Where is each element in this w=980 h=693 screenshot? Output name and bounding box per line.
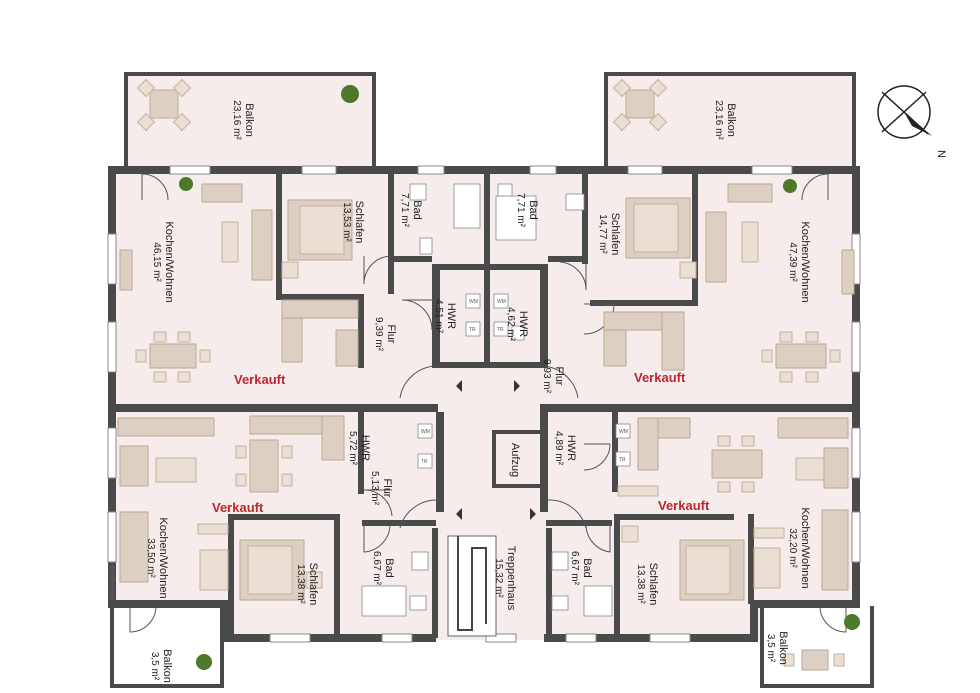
washer-label: WM [497,299,506,305]
room-area: 4,51 m² [433,299,444,334]
sold-label-ne: Verkauft [634,370,686,385]
washer-label: WM [469,299,478,305]
plant-icon [179,177,193,191]
washer-label: WM [619,429,628,435]
plant-icon [341,85,359,103]
furniture [117,78,855,671]
sold-label-nw: Verkauft [234,372,286,387]
room-labels: Balkon 23,16 m² Balkon 23,16 m² Balkon 3… [145,100,811,683]
room-area: 9,39 m² [373,317,384,352]
room-name: Flur [385,325,397,344]
credit-text: McGaughliss [110,565,116,600]
room-area: 13,38 m² [295,564,306,604]
sold-label-se: Verkauft [658,498,710,513]
room-name: Kochen/Wohnen [157,517,169,598]
room-area: 3,5 m² [765,634,776,663]
room-name: Schlafen [647,563,659,606]
dryer-label: TR [421,459,428,465]
room-name: Treppenhaus [505,546,517,611]
room-area: 5,13 m² [369,471,380,506]
room-area: 23,16 m² [713,100,724,140]
room-name: Schlafen [307,563,319,606]
appliance-labels: WM TR WM TR WM TR WM TR [421,299,628,465]
room-name: Schlafen [609,213,621,256]
dryer-label: TR [497,327,504,333]
room-area: 4,62 m² [505,307,516,342]
room-name: HWR [445,303,457,329]
room-area: 6,67 m² [371,551,382,586]
room-name: Kochen/Wohnen [163,221,175,302]
dryer-label: TR [619,457,626,463]
room-area: 13,53 m² [341,202,352,242]
room-area: 3,5 m² [149,652,160,681]
dryer-label: TR [469,327,476,333]
compass-icon: N [877,85,947,158]
room-area: 7,71 m² [399,193,410,228]
room-name: Schlafen [353,201,365,244]
room-name: HWR [359,435,371,461]
room-area: 33,50 m² [145,538,156,578]
room-name: Bad [383,558,395,578]
room-name: Bad [527,200,539,220]
room-area: 9,93 m² [541,359,552,394]
room-name: Balkon [725,103,737,137]
room-name: Balkon [161,649,173,683]
room-area: 46,15 m² [151,242,162,282]
room-area: 23,16 m² [231,100,242,140]
windows [107,165,861,643]
washer-label: WM [421,429,430,435]
plant-icon [783,179,797,193]
room-name: Kochen/Wohnen [799,221,811,302]
room-area: 13,38 m² [635,564,646,604]
plant-icon [196,654,212,670]
room-name: Kochen/Wohnen [799,507,811,588]
room-area: 47,39 m² [787,242,798,282]
compass-letter: N [935,150,947,158]
room-area: 7,71 m² [515,193,526,228]
room-area: 15,32 m² [493,558,504,598]
plant-icons [179,85,860,670]
room-area: 32,20 m² [787,528,798,568]
room-name: Aufzug [509,443,521,477]
room-name: Bad [411,200,423,220]
room-area: 4,89 m² [553,431,564,466]
sold-markers: Verkauft Verkauft Verkauft Verkauft [212,370,710,515]
staircase [447,535,497,637]
room-name: Bad [581,558,593,578]
room-area: 6,67 m² [569,551,580,586]
room-name: Flur [381,479,393,498]
room-name: Balkon [243,103,255,137]
room-name: HWR [517,311,529,337]
room-area: 5,72 m² [347,431,358,466]
plant-icon [844,614,860,630]
sold-label-sw: Verkauft [212,500,264,515]
balconies [110,72,874,688]
room-name: HWR [565,435,577,461]
room-area: 14,77 m² [597,214,608,254]
room-name: Flur [553,367,565,386]
room-name: Balkon [777,631,789,665]
